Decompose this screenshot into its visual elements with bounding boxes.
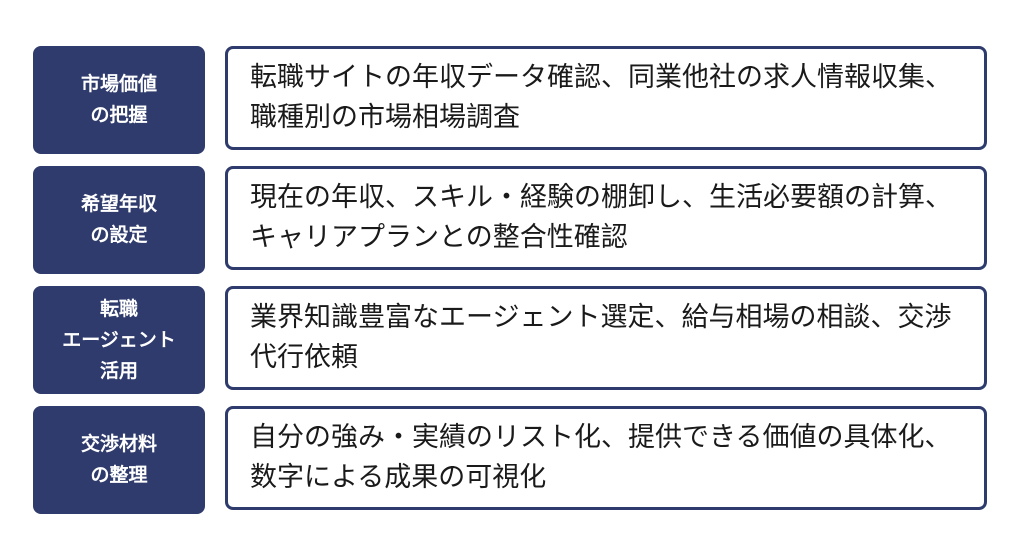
step-description-box: 業界知識豊富なエージェント選定、給与相場の相談、交渉代行依頼 (225, 286, 987, 390)
step-label: 転職 エージェント 活用 (33, 286, 205, 394)
step-description-box: 現在の年収、スキル・経験の棚卸し、生活必要額の計算、キャリアプランとの整合性確認 (225, 166, 987, 270)
step-description-box: 自分の強み・実績のリスト化、提供できる価値の具体化、数字による成果の可視化 (225, 406, 987, 510)
step-description: 業界知識豊富なエージェント選定、給与相場の相談、交渉代行依頼 (250, 302, 952, 373)
step-description: 自分の強み・実績のリスト化、提供できる価値の具体化、数字による成果の可視化 (250, 422, 952, 493)
step-label: 市場価値 の把握 (33, 46, 205, 154)
step-description: 現在の年収、スキル・経験の棚卸し、生活必要額の計算、キャリアプランとの整合性確認 (250, 182, 952, 253)
step-row-desired-salary: 希望年収 の設定 現在の年収、スキル・経験の棚卸し、生活必要額の計算、キャリアプ… (33, 166, 991, 274)
step-row-agent: 転職 エージェント 活用 業界知識豊富なエージェント選定、給与相場の相談、交渉代… (33, 286, 991, 394)
step-label: 交渉材料 の整理 (33, 406, 205, 514)
step-description: 転職サイトの年収データ確認、同業他社の求人情報収集、職種別の市場相場調査 (250, 62, 952, 133)
step-label: 希望年収 の設定 (33, 166, 205, 274)
step-description-box: 転職サイトの年収データ確認、同業他社の求人情報収集、職種別の市場相場調査 (225, 46, 987, 150)
step-row-market-value: 市場価値 の把握 転職サイトの年収データ確認、同業他社の求人情報収集、職種別の市… (33, 46, 991, 154)
step-row-negotiation-material: 交渉材料 の整理 自分の強み・実績のリスト化、提供できる価値の具体化、数字による… (33, 406, 991, 514)
